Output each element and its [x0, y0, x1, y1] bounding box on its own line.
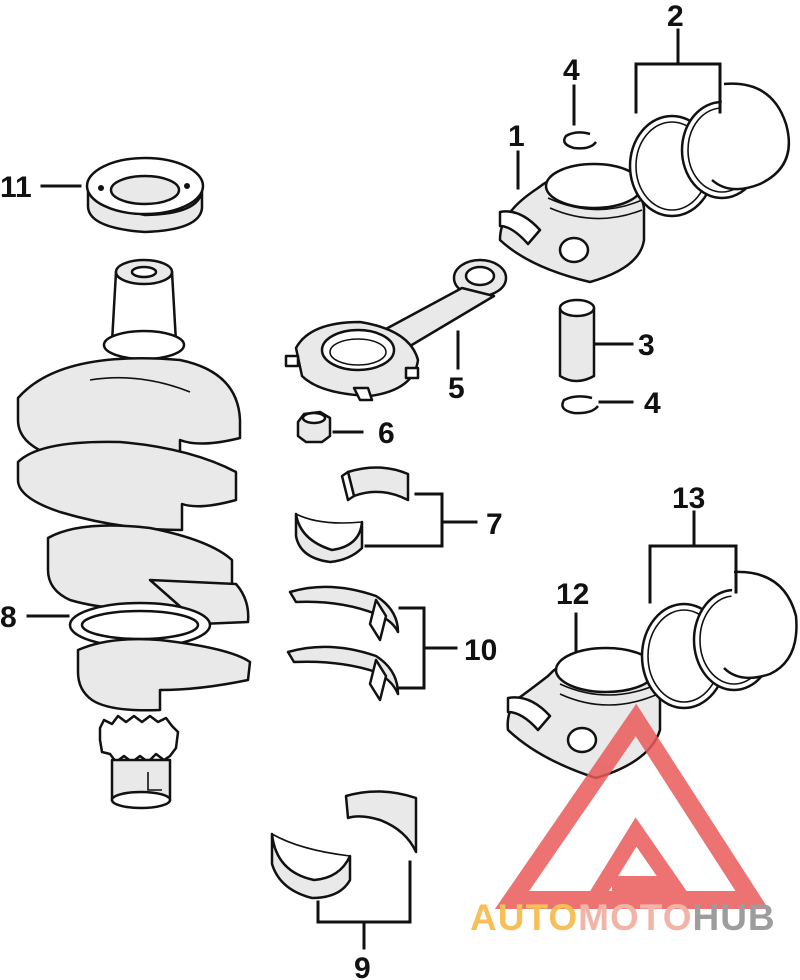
- callout-4-bottom: 4: [644, 387, 661, 420]
- callout-1: 1: [508, 120, 525, 153]
- svg-text:AUTOMOTOHUB: AUTOMOTOHUB: [470, 897, 776, 938]
- part-11-seal: [85, 156, 205, 234]
- watermark-auto: AUTO: [470, 897, 578, 938]
- part-7-conrod-bearing: [294, 466, 410, 564]
- callout-5: 5: [448, 372, 465, 405]
- callout-13: 13: [672, 482, 705, 515]
- callout-3: 3: [638, 329, 655, 362]
- callout-4-top: 4: [563, 54, 580, 87]
- callout-labels: 1 2 3 4 4 5 6 7 8 9 10 11 12 13: [0, 0, 705, 980]
- watermark-moto: MOTO: [578, 897, 692, 938]
- callout-11: 11: [0, 171, 32, 204]
- part-10-main-bearings: [286, 585, 400, 702]
- part-13-piston-rings: [640, 570, 798, 710]
- automotohub-watermark: AUTOMOTOHUB: [470, 703, 776, 938]
- part-5-connecting-rod: [284, 258, 508, 402]
- callout-2: 2: [667, 0, 684, 33]
- part-4-circlip-bottom: [561, 395, 599, 415]
- callout-9: 9: [354, 952, 371, 980]
- callout-8: 8: [0, 601, 17, 634]
- watermark-hub: HUB: [692, 897, 775, 938]
- callout-12: 12: [556, 578, 589, 611]
- callout-6: 6: [378, 417, 395, 450]
- callout-10: 10: [464, 634, 497, 667]
- leader-lines: [26, 28, 738, 950]
- part-6-nut: [296, 410, 332, 444]
- watermark-triangle-icon: [494, 703, 769, 909]
- part-1-piston: [498, 162, 646, 284]
- part-8-crankshaft: [16, 258, 252, 810]
- part-9-bearings: [270, 790, 418, 900]
- part-2-piston-rings: [628, 82, 791, 218]
- callout-7: 7: [486, 508, 503, 541]
- part-3-piston-pin: [558, 298, 596, 383]
- part-4-circlip-top: [563, 131, 597, 150]
